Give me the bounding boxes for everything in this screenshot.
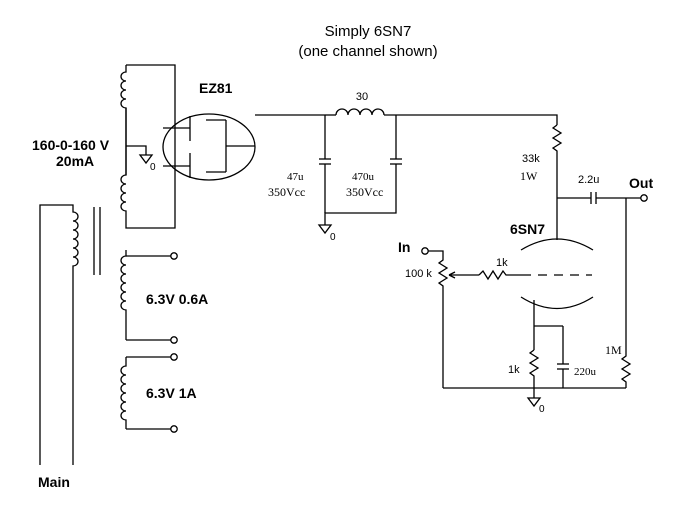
filament-winding-1 xyxy=(120,250,178,344)
filter-ground-label: 0 xyxy=(330,232,336,243)
plate-resistor xyxy=(551,124,563,198)
plate-resistor-value: 33k xyxy=(522,153,540,165)
output-resistor-value: 1M xyxy=(605,343,622,357)
grid-resistor xyxy=(478,269,522,281)
ground-bus xyxy=(443,387,626,398)
filter-choke xyxy=(335,108,385,116)
hv-ground-label: 0 xyxy=(150,162,156,173)
choke-label: 30 xyxy=(356,91,368,103)
filament-1-label: 6.3V 0.6A xyxy=(146,291,208,307)
b-plus-rail xyxy=(255,114,558,125)
output-terminal xyxy=(640,194,648,202)
cap-2-value: 470u xyxy=(352,171,375,183)
hv-voltage-label: 160-0-160 V xyxy=(32,137,110,153)
cathode-resistor-value: 1k xyxy=(508,364,520,376)
cap-2-voltage: 350Vcc xyxy=(346,185,383,199)
grid-resistor-value: 1k xyxy=(496,257,508,269)
triode-label: 6SN7 xyxy=(510,221,545,237)
filament-winding-2 xyxy=(120,353,178,433)
filter-ground-icon xyxy=(317,224,333,235)
output-resistor xyxy=(620,198,632,388)
rectifier-label: EZ81 xyxy=(199,80,233,96)
transformer-core xyxy=(93,207,101,275)
amp-ground-icon xyxy=(526,397,542,408)
primary-winding xyxy=(39,204,79,465)
cathode-resistor xyxy=(528,349,540,388)
volume-pot-value: 100 k xyxy=(405,268,432,280)
title-line-1: Simply 6SN7 xyxy=(325,23,412,40)
primary-label: Main xyxy=(38,474,70,490)
cap-1-value: 47u xyxy=(287,171,304,183)
output-label: Out xyxy=(629,175,653,191)
input-terminal xyxy=(421,247,429,255)
rectifier-tube xyxy=(162,113,256,181)
filament-2-label: 6.3V 1A xyxy=(146,385,197,401)
cathode-node xyxy=(533,325,564,364)
cathode-cap xyxy=(557,363,569,388)
plate-resistor-power: 1W xyxy=(520,169,538,183)
filter-cap-2 xyxy=(324,115,402,225)
cathode-cap-value: 220u xyxy=(574,366,597,378)
hv-current-label: 20mA xyxy=(56,153,94,169)
hv-secondary-winding xyxy=(120,64,176,229)
filter-cap-1 xyxy=(319,115,331,213)
amp-ground-label: 0 xyxy=(539,404,545,415)
coupling-cap-value: 2.2u xyxy=(578,174,599,186)
cap-1-voltage: 350Vcc xyxy=(268,185,305,199)
volume-pot xyxy=(428,250,479,388)
input-label: In xyxy=(398,239,410,255)
title-line-2: (one channel shown) xyxy=(298,43,437,60)
coupling-cap xyxy=(557,192,641,204)
triode-tube xyxy=(520,198,594,326)
hv-center-tap-ground-icon xyxy=(138,154,154,165)
